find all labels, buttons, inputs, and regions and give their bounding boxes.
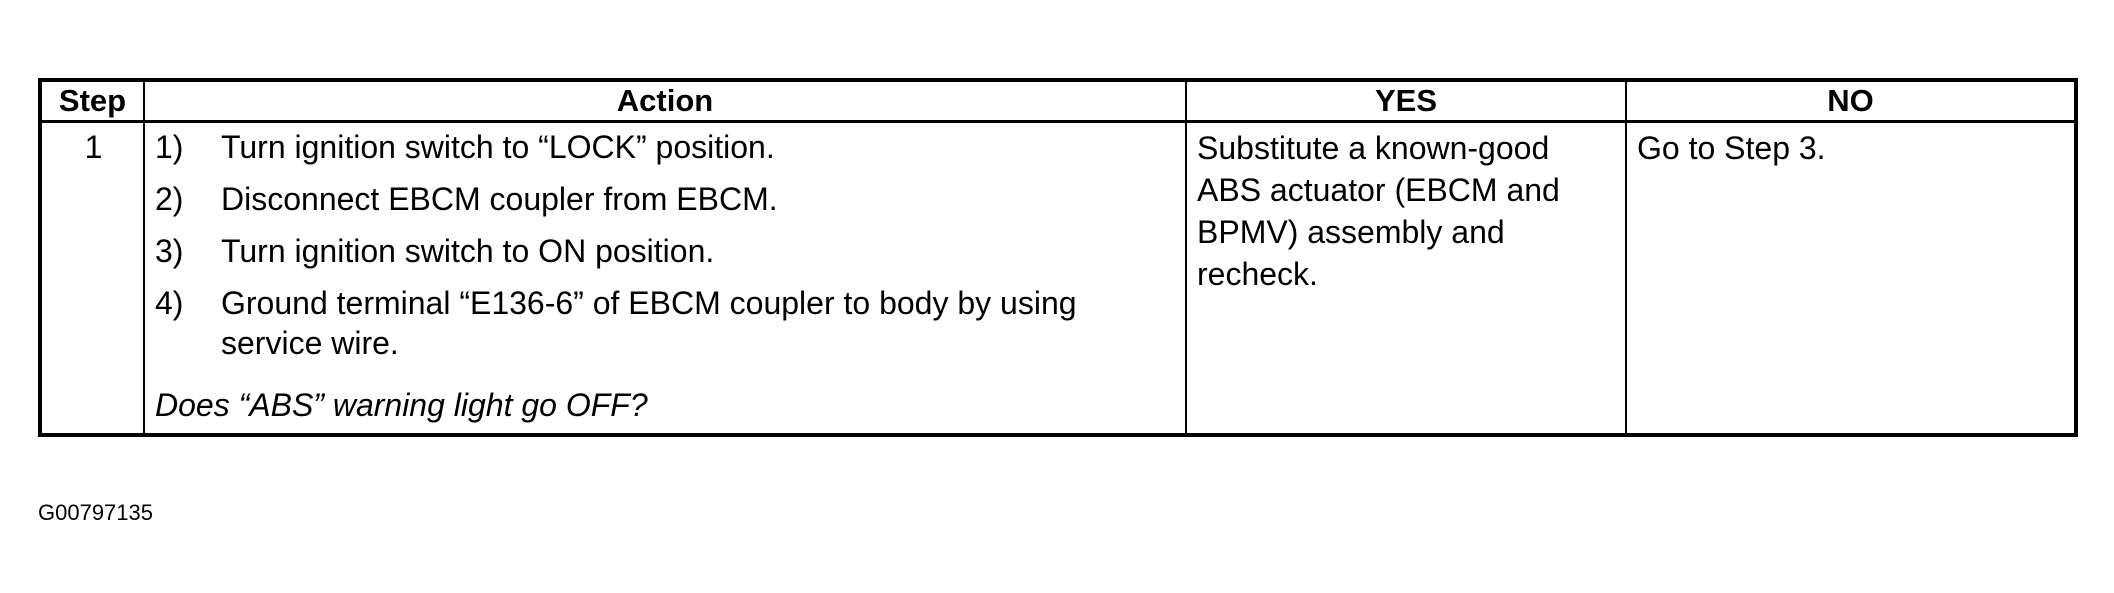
action-item: 1) Turn ignition switch to “LOCK” positi… — [155, 127, 1177, 167]
action-item: 3) Turn ignition switch to ON position. — [155, 231, 1177, 271]
no-result: Go to Step 3. — [1637, 130, 1826, 166]
action-number: 2) — [155, 181, 184, 217]
yes-cell: Substitute a known-good ABS actuator (EB… — [1185, 120, 1627, 436]
yes-result: Substitute a known-good ABS actuator (EB… — [1197, 130, 1560, 292]
header-action: Action — [143, 79, 1187, 123]
action-cell: 1) Turn ignition switch to “LOCK” positi… — [143, 120, 1187, 436]
step-number: 1 — [39, 120, 145, 436]
action-number: 4) — [155, 285, 184, 321]
action-text: Turn ignition switch to “LOCK” position. — [221, 129, 775, 165]
table-header-row: Step Action YES NO — [39, 79, 2077, 123]
action-text: Ground terminal “E136-6” of EBCM coupler… — [221, 285, 1077, 361]
diagnostic-table: Step Action YES NO 1 1) Turn ignition sw… — [38, 78, 2078, 437]
header-step: Step — [39, 79, 145, 123]
figure-id: G00797135 — [38, 500, 153, 525]
action-list: 1) Turn ignition switch to “LOCK” positi… — [155, 127, 1177, 363]
action-number: 1) — [155, 129, 184, 165]
action-item: 2) Disconnect EBCM coupler from EBCM. — [155, 179, 1177, 219]
diagnostic-question: Does “ABS” warning light go OFF? — [155, 387, 648, 423]
header-no: NO — [1625, 79, 2077, 123]
action-text: Turn ignition switch to ON position. — [221, 233, 715, 269]
action-text: Disconnect EBCM coupler from EBCM. — [221, 181, 778, 217]
no-cell: Go to Step 3. — [1625, 120, 2077, 436]
header-yes: YES — [1185, 79, 1627, 123]
action-item: 4) Ground terminal “E136-6” of EBCM coup… — [155, 283, 1177, 363]
table-row: 1 1) Turn ignition switch to “LOCK” posi… — [39, 120, 2077, 436]
action-number: 3) — [155, 233, 184, 269]
